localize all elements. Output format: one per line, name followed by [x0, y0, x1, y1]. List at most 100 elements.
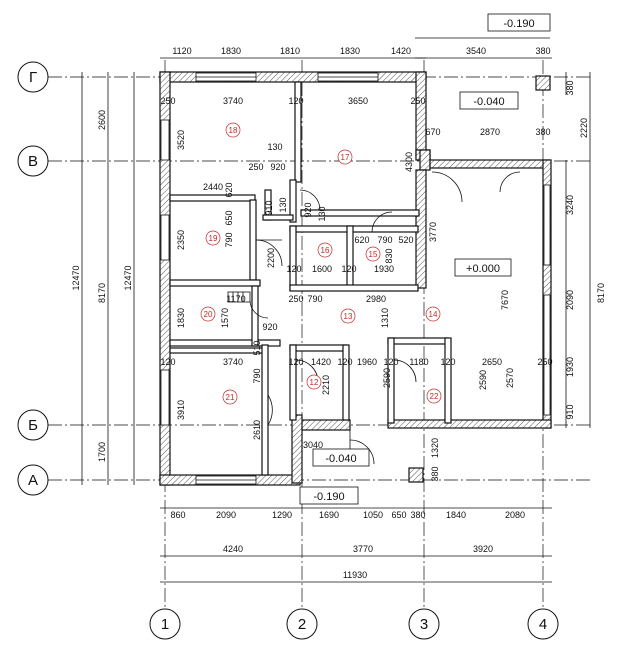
dimension-label: 120: [337, 357, 352, 367]
dimension-label: 3770: [428, 222, 438, 242]
dim-bottom: 1050: [363, 510, 383, 520]
dimension-label: 920: [262, 322, 277, 332]
windows: [160, 72, 551, 485]
axis-label-3: 3: [420, 616, 428, 633]
dimension-label: 3650: [348, 96, 368, 106]
axis-bubbles-letters: Г В Б А: [17, 61, 49, 496]
dimension-label: 520: [398, 235, 413, 245]
dimension-label: 250: [160, 96, 175, 106]
dimension-label: 1570: [220, 308, 230, 328]
doors: [249, 171, 521, 465]
axis-label-b: Б: [28, 417, 38, 434]
dimension-label: 120: [288, 96, 303, 106]
room-number: 21: [226, 393, 235, 402]
room-number: 13: [344, 312, 353, 321]
dim-right: 3240: [565, 195, 575, 215]
dim-top: 1420: [391, 46, 411, 56]
dim-top: 1830: [340, 46, 360, 56]
dimension-label: 2350: [176, 230, 186, 250]
axis-label-v: В: [28, 153, 38, 170]
dimension-label: 670: [425, 127, 440, 137]
dimension-label: 250: [248, 162, 263, 172]
dimension-lines: [81, 57, 591, 583]
dimension-label: 120: [341, 264, 356, 274]
external-walls: [159, 71, 552, 486]
dim-top: 3540: [466, 46, 486, 56]
dim-top: 1120: [172, 46, 191, 56]
dim-top: 380: [535, 46, 550, 56]
dimension-label: 2440: [203, 182, 223, 192]
dimension-label: 790: [307, 294, 322, 304]
dim-bottom: 1840: [446, 510, 466, 520]
dim-left-total: 12470: [71, 265, 81, 290]
dimension-label: 250: [288, 294, 303, 304]
level-entrance-lower: -0.190: [313, 491, 344, 503]
room-number: 12: [310, 378, 319, 387]
dimension-label: 1600: [312, 264, 332, 274]
dimension-label: 620: [224, 182, 234, 197]
dimension-label: 2980: [366, 294, 386, 304]
dimension-label: 790: [377, 235, 392, 245]
dim-left: 2600: [97, 110, 107, 130]
dimension-label: 130: [267, 142, 282, 152]
room-number: 20: [204, 310, 213, 319]
dimension-label: 380: [430, 466, 440, 481]
dim-right: 8170: [596, 283, 606, 303]
level-upper-right: -0.040: [473, 96, 504, 108]
dimension-label: 620: [354, 235, 369, 245]
dimension-label: 3910: [176, 400, 186, 420]
dimension-label: 2650: [482, 357, 502, 367]
dimension-label: 7670: [500, 290, 510, 310]
room-number: 18: [229, 126, 238, 135]
dimension-label: 2590: [478, 370, 488, 390]
axis-label-g: Г: [29, 69, 37, 86]
dimension-label: 120: [286, 264, 301, 274]
dim-total: 11930: [343, 570, 367, 580]
dimension-label: 920: [303, 202, 313, 217]
dimension-label: 120: [383, 357, 398, 367]
dim-axis: 3920: [473, 544, 493, 554]
dimension-label: 1170: [226, 294, 245, 304]
dimension-label: 3520: [176, 130, 186, 150]
dimension-label: 1960: [357, 357, 377, 367]
dimension-label: 1310: [380, 308, 390, 328]
dimension-label: 2870: [480, 127, 500, 137]
dim-right: 1930: [565, 357, 575, 377]
dim-left: 1700: [97, 442, 107, 462]
room-number: 16: [321, 246, 330, 255]
dim-top: 1830: [221, 46, 241, 56]
dim-right: 910: [565, 404, 575, 419]
dimension-label: 4300: [404, 152, 414, 172]
dimension-label: 510: [252, 340, 262, 355]
dim-right: 2090: [565, 290, 575, 310]
dimension-label: 3740: [223, 357, 243, 367]
dimension-label: 2200: [266, 248, 276, 268]
level-terrace: +0.000: [466, 263, 500, 275]
dim-bottom: 380: [410, 510, 425, 520]
dimension-label: 1180: [409, 357, 428, 367]
room-markers: 18 17 19 16 15 20 13 14 21 12 22: [200, 122, 442, 405]
room-number: 14: [429, 310, 438, 319]
dimension-label: 130: [278, 197, 288, 212]
dimension-label: 250: [537, 357, 552, 367]
dimension-label: 790: [224, 232, 234, 247]
dim-bottom: 1690: [319, 510, 339, 520]
axis-label-2: 2: [298, 616, 306, 633]
axis-lines: [48, 60, 590, 608]
level-entrance: -0.040: [325, 453, 356, 465]
room-number: 15: [369, 250, 378, 259]
dim-right: 2220: [579, 118, 589, 138]
dimension-label: 910: [264, 200, 274, 215]
dimension-label: 1930: [374, 264, 394, 274]
dimension-label: 3740: [223, 96, 243, 106]
level-top-right: -0.190: [503, 18, 534, 30]
dimension-label: 1830: [176, 308, 186, 328]
dimension-label: 120: [160, 357, 175, 367]
dim-bottom: 1290: [272, 510, 292, 520]
dim-right-far: 380: [565, 80, 575, 95]
room-number: 22: [430, 392, 439, 401]
level-marks: -0.190 -0.040 +0.000 -0.040 -0.190: [299, 13, 551, 505]
dim-top: 1810: [280, 46, 300, 56]
dimension-label: 790: [252, 368, 262, 383]
